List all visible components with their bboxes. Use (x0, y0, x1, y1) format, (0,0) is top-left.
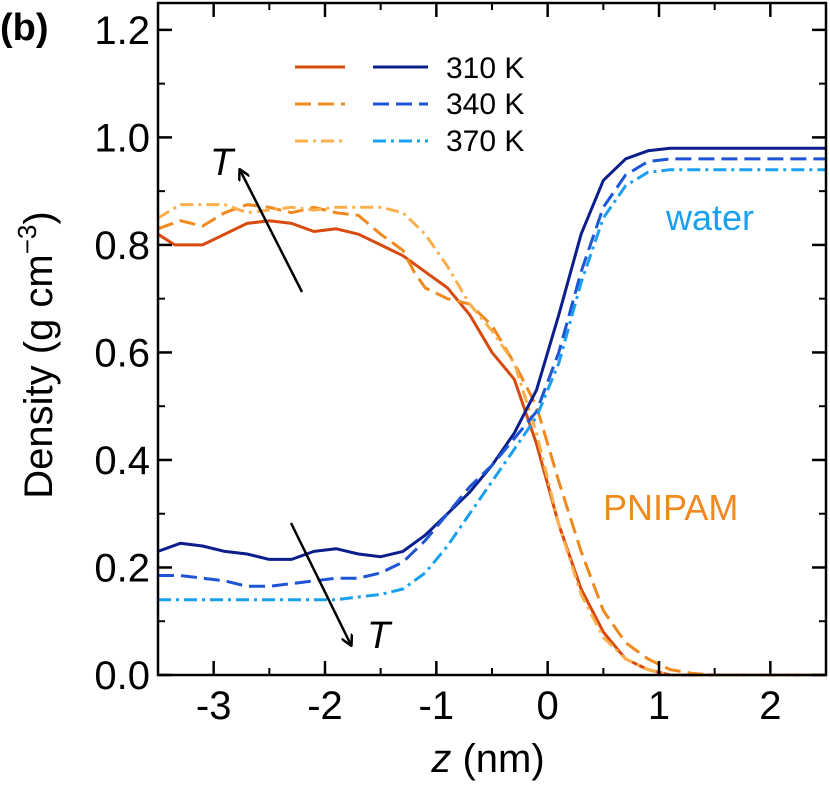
series-water-340k (158, 157, 826, 588)
legend: 310 K 340 K 370 K (295, 52, 524, 158)
series-pnipam-370k (157, 203, 826, 677)
y-axis-title: Density (g cm−3) (12, 211, 61, 498)
x-tick-label: 0 (537, 684, 559, 728)
x-axis-variable: z (430, 737, 451, 781)
pnipam-label: PNIPAM (603, 487, 738, 528)
y-tick-label: 0.8 (94, 224, 150, 268)
x-axis-unit: (nm) (451, 737, 544, 781)
y-axis-close: ) (17, 211, 61, 224)
legend-label-310: 310 K (446, 52, 524, 85)
y-tick-label: 0.2 (94, 546, 150, 590)
legend-label-370: 370 K (446, 125, 524, 158)
y-tick-label: 0.0 (94, 654, 150, 698)
x-tick-label: 1 (648, 684, 670, 728)
y-axis-main: Density (g cm (17, 254, 61, 499)
x-tick-label: -1 (419, 684, 455, 728)
x-tick-label: 2 (759, 684, 781, 728)
x-axis-title: z (nm) (430, 737, 544, 781)
temperature-arrow-down (289, 522, 351, 645)
series-pnipam-310k (157, 219, 826, 677)
ticks-layer: -3 -2 -1 0 1 2 0.0 0.2 0.4 0.6 0.8 1.0 1.2 (94, 3, 827, 728)
t-label-up: T (210, 142, 236, 184)
series-pnipam-340k (157, 203, 826, 677)
y-tick-label: 0.4 (94, 439, 150, 483)
y-axis-superscript: −3 (12, 225, 42, 255)
y-tick-label: 1.2 (94, 9, 150, 53)
y-tick-label: 1.0 (94, 116, 150, 160)
water-label: water (665, 197, 754, 238)
t-label-down: T (367, 615, 393, 657)
y-tick-label: 0.6 (94, 331, 150, 375)
panel-label: (b) (0, 7, 49, 49)
series-water-310k (157, 146, 826, 561)
temperature-arrow-up (240, 170, 304, 293)
legend-label-340: 340 K (446, 88, 524, 121)
x-tick-label: -3 (196, 684, 232, 728)
x-tick-label: -2 (307, 684, 343, 728)
